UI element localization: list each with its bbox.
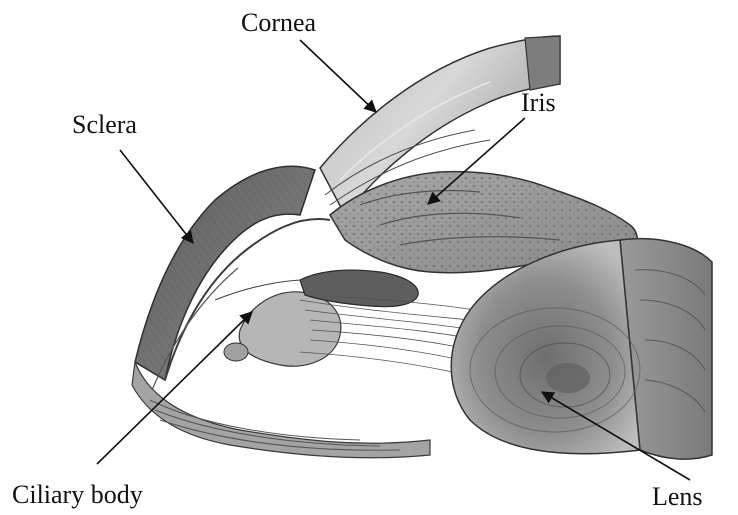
sclera-arrow — [120, 150, 193, 243]
cornea-arrow — [300, 40, 376, 112]
cornea-label: Cornea — [241, 10, 316, 36]
sclera-label: Sclera — [72, 112, 137, 138]
iris-label: Iris — [521, 90, 556, 116]
lens-label: Lens — [652, 484, 703, 510]
ciliary-body-label: Ciliary body — [12, 482, 143, 508]
lower-wall — [132, 362, 430, 458]
lens-region — [451, 239, 712, 459]
